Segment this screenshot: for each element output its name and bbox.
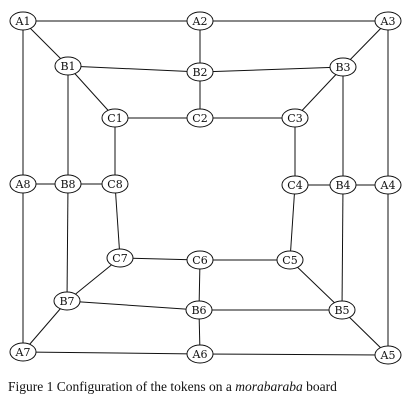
node-c8: C8 bbox=[101, 174, 129, 194]
node-label: B4 bbox=[335, 179, 350, 192]
node-ellipse bbox=[9, 174, 37, 194]
node-ellipse bbox=[186, 344, 214, 364]
node-b4: B4 bbox=[329, 175, 357, 195]
figure-caption: Figure 1 Configuration of the tokens on … bbox=[8, 379, 413, 395]
node-ellipse bbox=[101, 174, 129, 194]
node-a7: A7 bbox=[9, 342, 37, 362]
node-label: C1 bbox=[107, 112, 122, 125]
node-b2: B2 bbox=[186, 62, 214, 82]
node-ellipse bbox=[329, 57, 357, 77]
node-c1: C1 bbox=[101, 108, 129, 128]
board-line-b1-c1 bbox=[67, 65, 116, 119]
node-b6: B6 bbox=[185, 300, 213, 320]
board-line-b5-c5 bbox=[289, 259, 343, 311]
caption-prefix: Figure 1 Configuration of the tokens on … bbox=[8, 379, 236, 394]
node-label: B3 bbox=[335, 61, 350, 74]
node-c4: C4 bbox=[281, 175, 309, 195]
board-line-a7-b7 bbox=[22, 300, 68, 353]
node-b3: B3 bbox=[329, 57, 357, 77]
board-line-a5-a6 bbox=[199, 353, 389, 356]
node-ellipse bbox=[106, 248, 134, 268]
node-a5: A5 bbox=[374, 345, 402, 365]
node-ellipse bbox=[281, 175, 309, 195]
node-label: B6 bbox=[191, 304, 206, 317]
node-c7: C7 bbox=[106, 248, 134, 268]
node-label: B5 bbox=[334, 304, 349, 317]
caption-suffix: board bbox=[302, 379, 337, 394]
node-c5: C5 bbox=[276, 250, 304, 270]
node-label: C4 bbox=[287, 179, 302, 192]
node-ellipse bbox=[185, 300, 213, 320]
node-label: C5 bbox=[282, 254, 297, 267]
node-label: B8 bbox=[60, 178, 75, 191]
node-ellipse bbox=[186, 250, 214, 270]
node-b5: B5 bbox=[328, 300, 356, 320]
node-label: B7 bbox=[59, 295, 74, 308]
node-ellipse bbox=[186, 62, 214, 82]
node-c2: C2 bbox=[186, 108, 214, 128]
node-ellipse bbox=[328, 300, 356, 320]
node-ellipse bbox=[281, 108, 309, 128]
node-label: C7 bbox=[112, 252, 127, 265]
node-ellipse bbox=[276, 250, 304, 270]
node-label: B2 bbox=[192, 66, 207, 79]
node-label: C6 bbox=[192, 254, 207, 267]
node-ellipse bbox=[54, 56, 82, 76]
node-ellipse bbox=[186, 108, 214, 128]
node-a6: A6 bbox=[186, 344, 214, 364]
board-line-c4-c5 bbox=[289, 184, 296, 261]
node-label: C2 bbox=[192, 112, 207, 125]
node-label: A7 bbox=[15, 346, 31, 359]
node-ellipse bbox=[101, 108, 129, 128]
node-a1: A1 bbox=[9, 11, 37, 31]
board-line-b4-b5 bbox=[341, 184, 344, 311]
node-label: A4 bbox=[380, 179, 396, 192]
node-ellipse bbox=[374, 175, 402, 195]
node-ellipse bbox=[186, 11, 214, 31]
node-a8: A8 bbox=[9, 174, 37, 194]
node-b1: B1 bbox=[54, 56, 82, 76]
node-ellipse bbox=[9, 342, 37, 362]
node-ellipse bbox=[329, 175, 357, 195]
node-label: A3 bbox=[380, 15, 396, 28]
node-ellipse bbox=[9, 11, 37, 31]
node-a2: A2 bbox=[186, 11, 214, 31]
node-ellipse bbox=[374, 345, 402, 365]
board-line-c7-c8 bbox=[114, 183, 121, 259]
board-line-b1-b2 bbox=[67, 65, 201, 73]
node-ellipse bbox=[53, 291, 81, 311]
node-c3: C3 bbox=[281, 108, 309, 128]
board-line-b7-b8 bbox=[66, 183, 69, 302]
board-line-b6-b7 bbox=[66, 300, 200, 311]
node-a4: A4 bbox=[374, 175, 402, 195]
node-label: B1 bbox=[60, 60, 75, 73]
node-label: A5 bbox=[380, 349, 396, 362]
node-label: C8 bbox=[107, 178, 122, 191]
node-ellipse bbox=[374, 11, 402, 31]
node-label: A8 bbox=[15, 178, 31, 191]
node-label: A6 bbox=[192, 348, 208, 361]
node-b7: B7 bbox=[53, 291, 81, 311]
node-label: C3 bbox=[287, 112, 302, 125]
node-c6: C6 bbox=[186, 250, 214, 270]
node-ellipse bbox=[54, 174, 82, 194]
node-label: A1 bbox=[15, 15, 31, 28]
board-line-b2-b3 bbox=[199, 66, 344, 73]
caption-emphasis: morabaraba bbox=[235, 379, 303, 394]
node-a3: A3 bbox=[374, 11, 402, 31]
node-b8: B8 bbox=[54, 174, 82, 194]
node-label: A2 bbox=[192, 15, 208, 28]
board-line-a6-a7 bbox=[22, 351, 201, 355]
board-line-b3-c3 bbox=[294, 66, 344, 119]
